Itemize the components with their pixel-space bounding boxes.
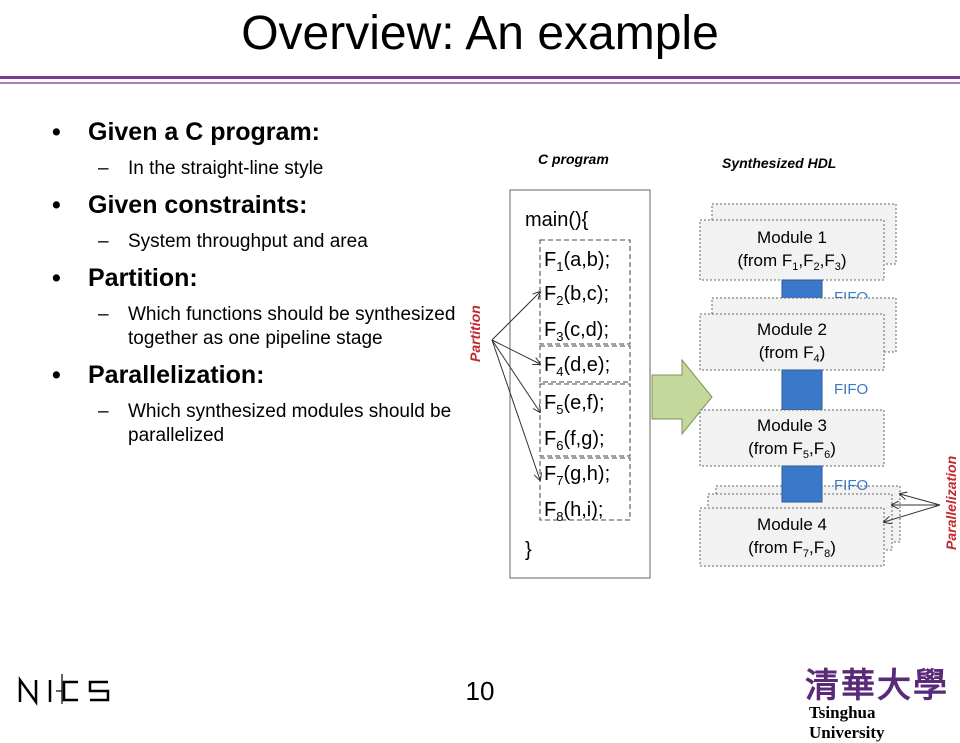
sub-bullet: –Which synthesized modules should be par…: [52, 400, 472, 448]
fifo-3-label: FIFO: [834, 477, 868, 494]
tsinghua-chinese-name: 清華大學: [805, 666, 949, 706]
code-f6: F6(f,g);: [544, 428, 605, 453]
fifo-2-label: FIFO: [834, 381, 868, 398]
synthesized-hdl-label: Synthesized HDL: [722, 155, 836, 171]
module-2-source: (from F4): [759, 343, 826, 365]
module-4: Module 4 (from F7,F8): [699, 507, 885, 567]
dash: –: [98, 401, 109, 422]
bullet-given-constraints: Given constraints:: [52, 191, 472, 220]
bullet-given-program: Given a C program:: [52, 118, 472, 147]
module-1-title: Module 1: [757, 228, 827, 247]
module-2-title: Module 2: [757, 320, 827, 339]
code-lines: F1(a,b); F2(b,c); F3(c,d); F4(d,e); F5(e…: [544, 249, 610, 524]
bullet-parallelization: Parallelization:: [52, 361, 472, 390]
module-3-title: Module 3: [757, 416, 827, 435]
module-4-source: (from F7,F8): [748, 538, 836, 560]
code-main: main(){: [525, 209, 589, 231]
parallelization-arrows: [884, 494, 941, 522]
fifo-2-block: [781, 369, 823, 411]
sub-bullet-text: Which functions should be synthesized to…: [128, 304, 456, 349]
module-4-title: Module 4: [757, 515, 827, 534]
sub-bullet-text: In the straight-line style: [128, 158, 324, 179]
partition-label: Partition: [467, 305, 483, 362]
code-f1: F1(a,b);: [544, 249, 610, 274]
module-3-source: (from F5,F6): [748, 439, 836, 461]
c-program-label: C program: [538, 151, 609, 167]
dash: –: [98, 158, 109, 179]
code-f3: F3(c,d);: [544, 319, 609, 344]
bullet-partition: Partition:: [52, 264, 472, 293]
partition-diagram: C program Synthesized HDL main(){ F1(a,b…: [467, 151, 959, 579]
code-f4: F4(d,e);: [544, 354, 610, 379]
code-f2: F2(b,c);: [544, 283, 609, 308]
title-divider-secondary: [0, 82, 960, 84]
transform-arrow-icon: [651, 358, 713, 436]
nics-logo-mark: [18, 674, 110, 706]
slide-title: Overview: An example: [241, 7, 719, 60]
module-1-source: (from F1,F2,F3): [737, 251, 846, 273]
bullet-list: Given a C program: –In the straight-line…: [52, 118, 472, 458]
sub-bullet: –Which functions should be synthesized t…: [52, 303, 472, 351]
module-2: Module 2 (from F4): [699, 297, 897, 371]
title-divider: [0, 76, 960, 79]
dash: –: [98, 304, 109, 325]
parallelization-label: Parallelization: [943, 456, 959, 550]
module-3: Module 3 (from F5,F6): [699, 409, 885, 467]
tsinghua-english-name: Tsinghua University: [809, 703, 885, 742]
partition-arrows: [491, 292, 540, 480]
code-f5: F5(e,f);: [544, 392, 605, 417]
sub-bullet: –In the straight-line style: [52, 157, 472, 181]
code-f7: F7(g,h);: [544, 463, 610, 488]
module-1: Module 1 (from F1,F2,F3): [699, 203, 897, 281]
sub-bullet-text: System throughput and area: [128, 231, 368, 252]
code-f8: F8(h,i);: [544, 499, 603, 524]
page-number: 10: [465, 676, 495, 706]
sub-bullet-text: Which synthesized modules should be para…: [128, 401, 452, 446]
nics-logo: [16, 670, 116, 711]
dash: –: [98, 231, 109, 252]
tsinghua-logo: 清華大學 Tsinghua University: [805, 658, 955, 743]
sub-bullet: –System throughput and area: [52, 230, 472, 254]
fifo-3-block: [781, 465, 823, 503]
code-close: }: [525, 539, 532, 561]
